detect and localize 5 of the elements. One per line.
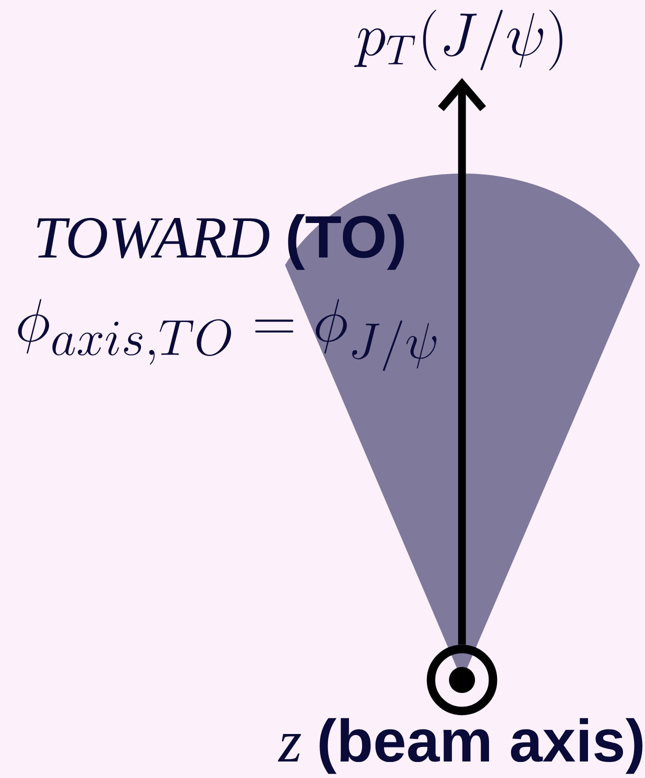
beam-axis-symbol [426, 644, 498, 716]
formula: $\phi_{axis,TO} = \phi_{J/\psi}$ [18, 299, 436, 371]
axis-label: $p_T(J/\psi)$ [354, 10, 562, 70]
arrow [438, 78, 486, 645]
axis-label: z (beam axis) [278, 718, 642, 774]
